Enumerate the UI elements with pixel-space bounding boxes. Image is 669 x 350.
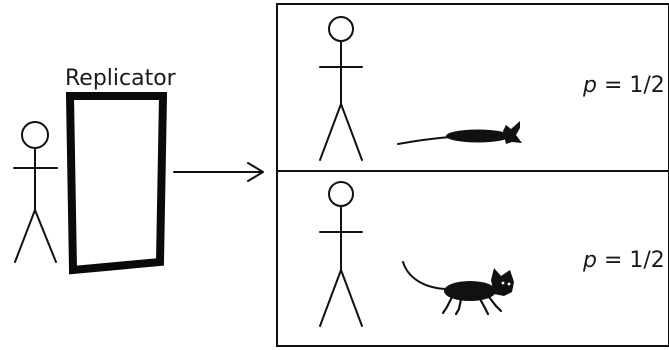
replicator-label: Replicator	[65, 66, 177, 91]
probability-top: p = 1/2	[582, 73, 665, 98]
outcomes-box	[276, 3, 669, 347]
dead-cat-icon	[397, 121, 522, 145]
alive-cat-icon	[402, 261, 514, 316]
person-bottom	[319, 181, 363, 327]
arrow	[173, 162, 264, 182]
person-top	[319, 16, 363, 161]
probability-bottom: p = 1/2	[582, 248, 665, 273]
person-left	[13, 121, 58, 263]
replicator-door	[65, 92, 168, 275]
